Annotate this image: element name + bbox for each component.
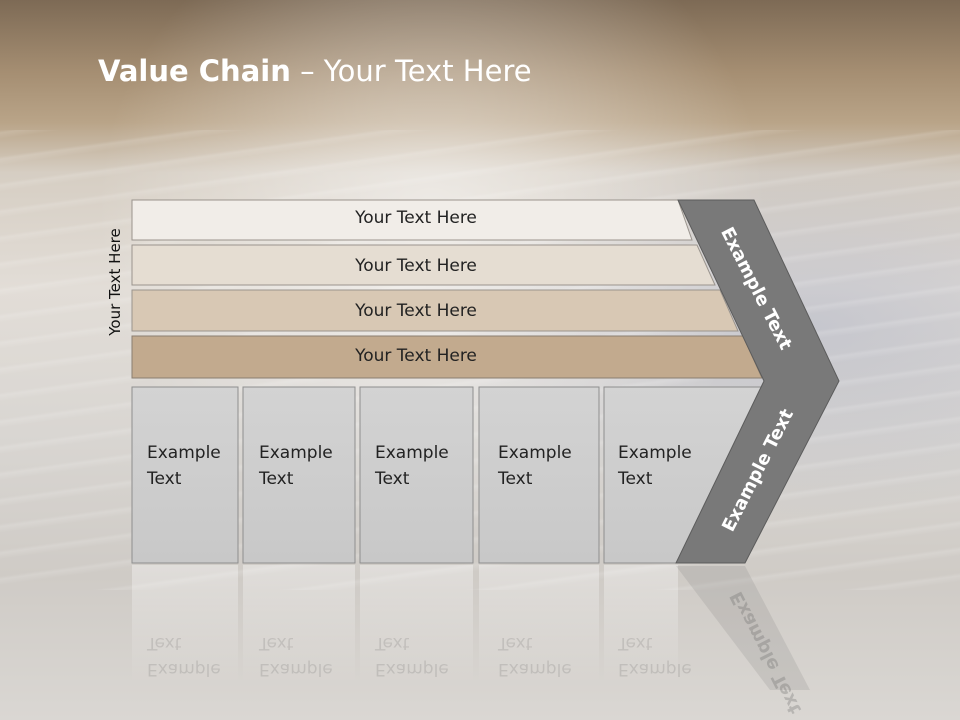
box-4-reflection [479,565,599,685]
box-2-line1: Example [259,443,333,463]
box-2-line2: Text [259,469,294,489]
box-1-line2: Text [147,469,182,489]
box-2-reflection [243,565,355,685]
title-bold: Value Chain [98,54,291,88]
box-2 [242,386,356,564]
row-bar-4 [131,335,763,379]
box-1 [131,386,239,564]
slide-title: Value Chain – Your Text Here [98,54,532,88]
box-3-line2: Text [375,469,410,489]
row-label-4: Your Text Here [355,346,477,366]
row-bar-3 [131,289,739,332]
box-4-line2: Text [498,469,533,489]
box-5-line2: Text [618,469,653,489]
box-5-reflection [604,565,678,685]
box-3 [359,386,474,564]
box-4-line1: Example [498,443,572,463]
row-label-1: Your Text Here [355,208,477,228]
chevron-arrow [675,199,840,564]
row-label-3: Your Text Here [355,301,477,321]
title-rest: – Your Text Here [290,54,532,88]
row-label-2: Your Text Here [355,256,477,276]
box-1-reflection [132,565,238,685]
chevron-reflection [676,566,810,690]
row-bar-2 [131,244,716,286]
box-1-line1: Example [147,443,221,463]
box-3-line1: Example [375,443,449,463]
box-5-line1: Example [618,443,692,463]
box-3-reflection [360,565,473,685]
box-4 [478,386,600,564]
row-bar-1 [131,199,693,241]
